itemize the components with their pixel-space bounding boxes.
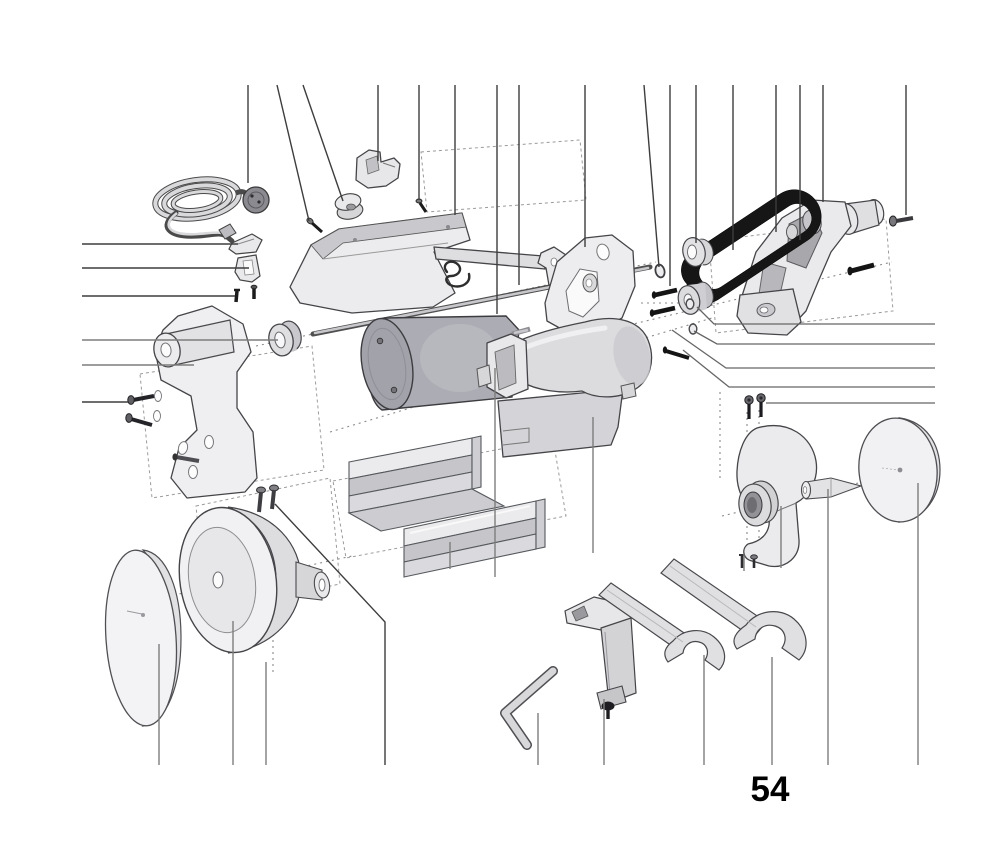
washers	[654, 237, 714, 335]
mounting-bracket	[355, 149, 401, 189]
fastener-screws-left	[125, 394, 279, 513]
tapered-arbor	[800, 477, 863, 500]
leader-lines-right	[671, 306, 935, 404]
wire-clip	[443, 260, 471, 288]
spacer-sleeve	[334, 193, 364, 220]
hex-key	[500, 666, 558, 750]
tool-rest-rails	[347, 435, 546, 578]
open-end-wrench-large	[660, 558, 807, 661]
wheel-guard-right	[736, 425, 818, 568]
figure-number: 54	[751, 770, 790, 809]
leader-lines-top	[247, 84, 907, 314]
power-cord-plug	[152, 176, 270, 244]
housing	[476, 318, 653, 458]
cord-clip	[228, 233, 263, 255]
pulley	[677, 281, 714, 315]
bushing	[268, 320, 302, 357]
wheel-flange-cup	[178, 506, 331, 654]
open-end-wrench-small	[598, 582, 726, 671]
leader-lines-bottom	[158, 368, 919, 765]
fastener-screws-right	[739, 393, 766, 568]
plug	[242, 186, 270, 214]
clip-screws	[234, 284, 258, 303]
support-arm-left	[153, 305, 258, 499]
leader-lines-left	[82, 243, 278, 403]
fastener-screws-center	[649, 215, 914, 360]
